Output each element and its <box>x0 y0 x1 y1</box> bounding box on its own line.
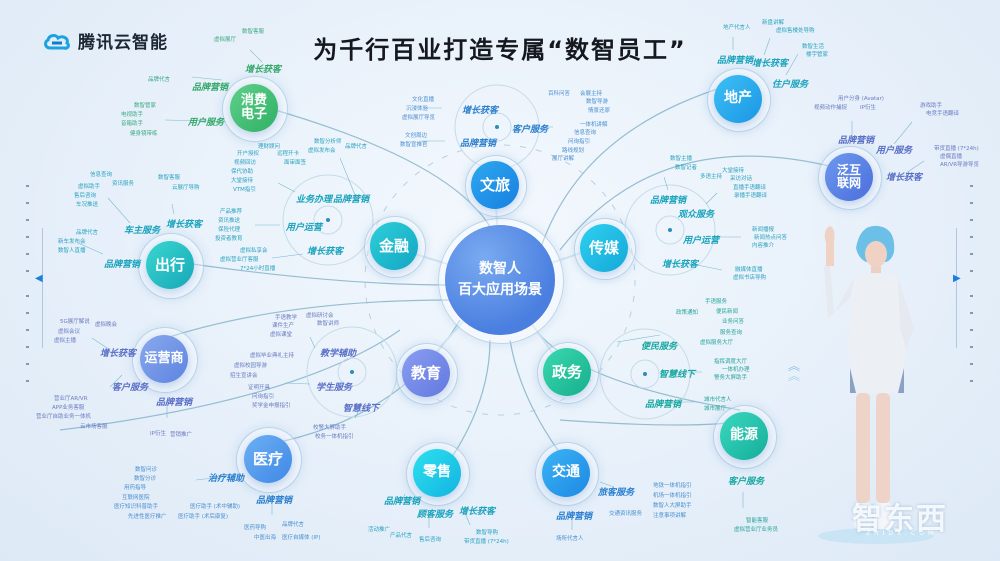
category-growth: 增长获客 <box>100 349 137 359</box>
category-brand: 品牌营销 <box>650 196 687 206</box>
category-business: 业务办理 <box>296 195 333 205</box>
category-owner: 车主服务 <box>124 226 161 236</box>
industry-culture-tourism[interactable]: 文旅 <box>471 161 519 209</box>
category-offline: 智慧线下 <box>343 404 380 414</box>
digital-human-avatar <box>816 218 936 548</box>
category-brand: 品牌营销 <box>156 398 193 408</box>
industry-education[interactable]: 教育 <box>402 349 450 397</box>
category-passenger: 旅客服务 <box>598 488 635 498</box>
category-ops: 用户运营 <box>286 223 323 233</box>
watermark-sub: ZHIDX.COM <box>866 530 938 537</box>
right-arrow-icon: ▶ <box>953 273 961 284</box>
category-brand: 品牌营销 <box>460 139 497 149</box>
industry-travel[interactable]: 出行 <box>146 241 194 289</box>
industry-finance[interactable]: 金融 <box>370 222 418 270</box>
category-offline: 智慧线下 <box>659 370 696 380</box>
category-user: 用户服务 <box>876 146 913 156</box>
category-customer: 客户服务 <box>512 125 549 135</box>
center-line1: 数智人 <box>479 261 521 277</box>
category-growth: 增长获客 <box>662 260 699 270</box>
category-student: 学生服务 <box>316 383 353 393</box>
category-teaching: 教学辅助 <box>320 349 357 359</box>
avatar-figure-icon <box>818 225 934 544</box>
center-hub: 数智人 百大应用场景 <box>445 225 555 335</box>
chevron-up-icon: ︽ <box>788 369 801 383</box>
category-brand: 品牌营销 <box>838 136 875 146</box>
category-growth: 增长获客 <box>752 59 789 69</box>
industry-consumer-electronics[interactable]: 消费电子 <box>230 84 278 132</box>
category-growth: 增长获客 <box>462 106 499 116</box>
category-brand: 品牌营销 <box>556 512 593 522</box>
industry-pan-internet[interactable]: 泛互联网 <box>825 153 873 201</box>
category-brand: 品牌营销 <box>645 400 682 410</box>
category-brand: 品牌营销 <box>192 83 229 93</box>
left-arrow-icon: ◀ <box>35 273 43 284</box>
brand-logo: 腾讯云智能 <box>42 28 168 53</box>
category-growth: 增长获客 <box>245 65 282 75</box>
industry-operator[interactable]: 运营商 <box>140 335 188 383</box>
category-brand: 品牌营销 <box>384 497 421 507</box>
chevron-up-icon: ︽ <box>788 359 801 373</box>
category-growth: 增长获客 <box>886 173 923 183</box>
industry-real-estate[interactable]: 地产 <box>714 75 762 123</box>
center-line2: 百大应用场景 <box>458 282 542 298</box>
industry-medical[interactable]: 医疗 <box>244 435 292 483</box>
category-customer: 顾客服务 <box>417 510 454 520</box>
category-assist: 治疗辅助 <box>208 474 245 484</box>
category-customer: 客户服务 <box>112 383 149 393</box>
cloud-icon <box>44 33 70 50</box>
category-brand: 品牌营销 <box>333 195 370 205</box>
category-customer: 客户服务 <box>728 477 765 487</box>
category-brand: 品牌营销 <box>256 496 293 506</box>
category-audience: 观众服务 <box>678 210 715 220</box>
brand-name: 腾讯云智能 <box>78 33 168 53</box>
category-brand: 品牌营销 <box>717 56 754 66</box>
industry-energy[interactable]: 能源 <box>720 412 768 460</box>
category-brand: 品牌营销 <box>104 260 141 270</box>
category-service: 便民服务 <box>641 342 678 352</box>
category-resident: 住户服务 <box>772 80 809 90</box>
industry-retail[interactable]: 零售 <box>413 449 461 497</box>
industry-media[interactable]: 传媒 <box>580 224 628 272</box>
category-growth: 增长获客 <box>166 220 203 230</box>
category-growth: 增长获客 <box>307 247 344 257</box>
industry-transport[interactable]: 交通 <box>542 449 590 497</box>
category-ops: 用户运营 <box>683 236 720 246</box>
watermark: 智东西 <box>852 502 948 537</box>
industry-government[interactable]: 政务 <box>543 348 591 396</box>
category-growth: 增长获客 <box>459 507 496 517</box>
page-title: 为千行百业打造专属“数智员工” <box>313 36 687 64</box>
category-user: 用户服务 <box>188 118 225 128</box>
